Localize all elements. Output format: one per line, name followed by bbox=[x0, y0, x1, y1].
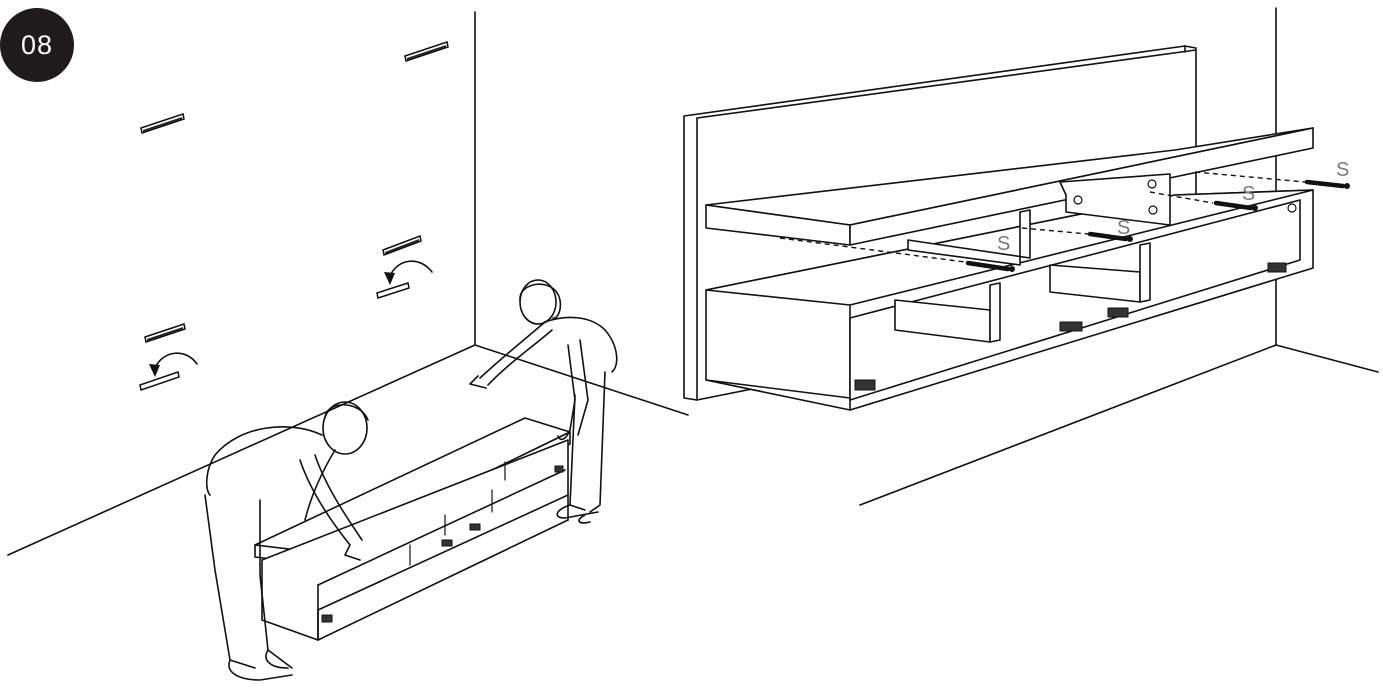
person-icon bbox=[204, 401, 369, 681]
screw-label: S bbox=[997, 233, 1010, 255]
wall-bracket-icon bbox=[404, 41, 449, 62]
person-icon bbox=[469, 279, 618, 524]
screw-label: S bbox=[1242, 183, 1255, 205]
wall-bracket-icon bbox=[140, 113, 185, 134]
wall-bracket-icon bbox=[376, 282, 410, 299]
screw-label: S bbox=[1336, 159, 1349, 181]
rotate-arrow-icon bbox=[149, 352, 198, 377]
screw-icon bbox=[1149, 191, 1258, 211]
right-room bbox=[859, 7, 1379, 506]
screw-icon bbox=[1021, 227, 1133, 242]
screw-icon bbox=[779, 237, 1015, 272]
wall-bracket-icon bbox=[382, 234, 422, 257]
cabinet-right bbox=[683, 45, 1314, 411]
left-room bbox=[7, 11, 689, 556]
step-number: 08 bbox=[20, 29, 54, 60]
step-number-badge: 08 bbox=[0, 8, 74, 82]
wall-bracket-icon bbox=[144, 323, 186, 343]
screw-label: S bbox=[1117, 217, 1130, 239]
wall-bracket-icon bbox=[139, 371, 180, 391]
screw-icon bbox=[1194, 171, 1350, 189]
rotate-arrow-icon bbox=[384, 260, 433, 285]
cabinet-left bbox=[254, 417, 571, 641]
